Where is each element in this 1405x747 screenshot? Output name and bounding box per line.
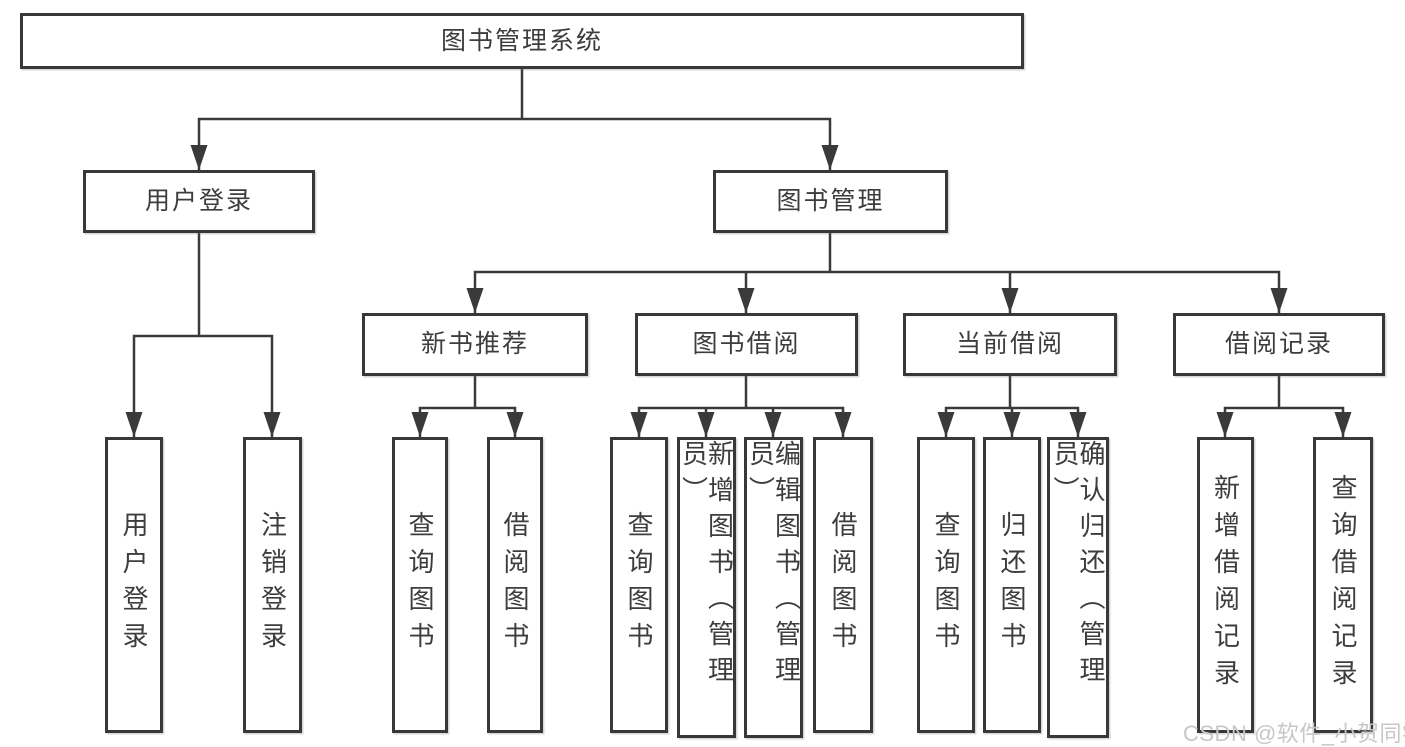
- node-book-management-label: 图书管理: [776, 187, 885, 215]
- arrow-down-icon: [1216, 412, 1234, 437]
- leaf-add-book-admin-label: 新增图书（管理员）: [678, 440, 735, 692]
- arrow-down-icon: [697, 412, 715, 437]
- arrow-down-icon: [1270, 288, 1288, 313]
- node-current-borrowing: 当前借阅: [903, 313, 1117, 376]
- leaf-user-login: 用户登录: [105, 437, 163, 733]
- node-new-book-recommend: 新书推荐: [362, 313, 588, 376]
- leaf-user-login-label: 用户登录: [119, 511, 149, 659]
- leaf-query-books-1-label: 查询图书: [405, 511, 435, 659]
- arrow-down-icon: [1001, 288, 1019, 313]
- leaf-query-books-1: 查询图书: [392, 437, 448, 733]
- leaf-confirm-return-admin: 确认归还（管理员）: [1047, 437, 1109, 738]
- leaf-borrow-books-2-label: 借阅图书: [828, 511, 858, 659]
- arrow-down-icon: [1069, 412, 1087, 437]
- node-user-login: 用户登录: [83, 170, 315, 233]
- leaf-query-borrow-record-label: 查询借阅记录: [1328, 474, 1358, 696]
- node-book-borrowing-label: 图书借阅: [692, 330, 801, 358]
- node-user-login-label: 用户登录: [144, 187, 253, 215]
- leaf-add-borrow-record-label: 新增借阅记录: [1210, 474, 1241, 696]
- node-book-borrowing: 图书借阅: [635, 313, 858, 376]
- arrow-down-icon: [737, 288, 755, 313]
- arrow-down-icon: [466, 288, 484, 313]
- arrow-down-icon: [1334, 412, 1352, 437]
- leaf-query-borrow-record: 查询借阅记录: [1313, 437, 1373, 733]
- leaf-borrow-books-1-label: 借阅图书: [500, 511, 530, 659]
- leaf-edit-book-admin: 编辑图书（管理员）: [744, 437, 803, 738]
- leaf-borrow-books-2: 借阅图书: [813, 437, 873, 733]
- leaf-borrow-books-1: 借阅图书: [487, 437, 543, 733]
- leaf-query-books-2-label: 查询图书: [624, 511, 654, 659]
- arrow-down-icon: [506, 412, 524, 437]
- node-new-book-recommend-label: 新书推荐: [420, 330, 529, 358]
- arrow-down-icon: [190, 145, 208, 170]
- arrow-down-icon: [834, 412, 852, 437]
- arrow-down-icon: [263, 412, 281, 437]
- arrow-down-icon: [125, 412, 143, 437]
- arrow-down-icon: [630, 412, 648, 437]
- watermark: CSDN @软件_小贺同学: [1183, 721, 1405, 746]
- leaf-query-books-2: 查询图书: [610, 437, 668, 733]
- leaf-logout: 注销登录: [243, 437, 302, 733]
- leaf-logout-label: 注销登录: [257, 511, 288, 659]
- leaf-edit-book-admin-label: 编辑图书（管理员）: [745, 440, 802, 692]
- arrow-down-icon: [764, 412, 782, 437]
- arrow-down-icon: [821, 145, 839, 170]
- leaf-return-book-label: 归还图书: [997, 511, 1027, 659]
- arrow-down-icon: [1003, 412, 1021, 437]
- node-current-borrowing-label: 当前借阅: [955, 330, 1064, 358]
- node-root: 图书管理系统: [20, 13, 1024, 69]
- leaf-add-book-admin: 新增图书（管理员）: [677, 437, 736, 738]
- node-borrowing-records: 借阅记录: [1173, 313, 1385, 376]
- connector-paths: [132, 69, 1345, 437]
- leaf-add-borrow-record: 新增借阅记录: [1197, 437, 1254, 733]
- arrow-down-icon: [937, 412, 955, 437]
- node-root-label: 图书管理系统: [440, 26, 603, 55]
- leaf-return-book: 归还图书: [983, 437, 1041, 733]
- node-book-management: 图书管理: [713, 170, 948, 233]
- leaf-confirm-return-admin-label: 确认归还（管理员）: [1050, 440, 1106, 692]
- arrowheads: [125, 145, 1352, 437]
- leaf-query-books-3-label: 查询图书: [931, 511, 961, 659]
- node-borrowing-records-label: 借阅记录: [1224, 330, 1333, 358]
- arrow-down-icon: [411, 412, 429, 437]
- leaf-query-books-3: 查询图书: [917, 437, 975, 733]
